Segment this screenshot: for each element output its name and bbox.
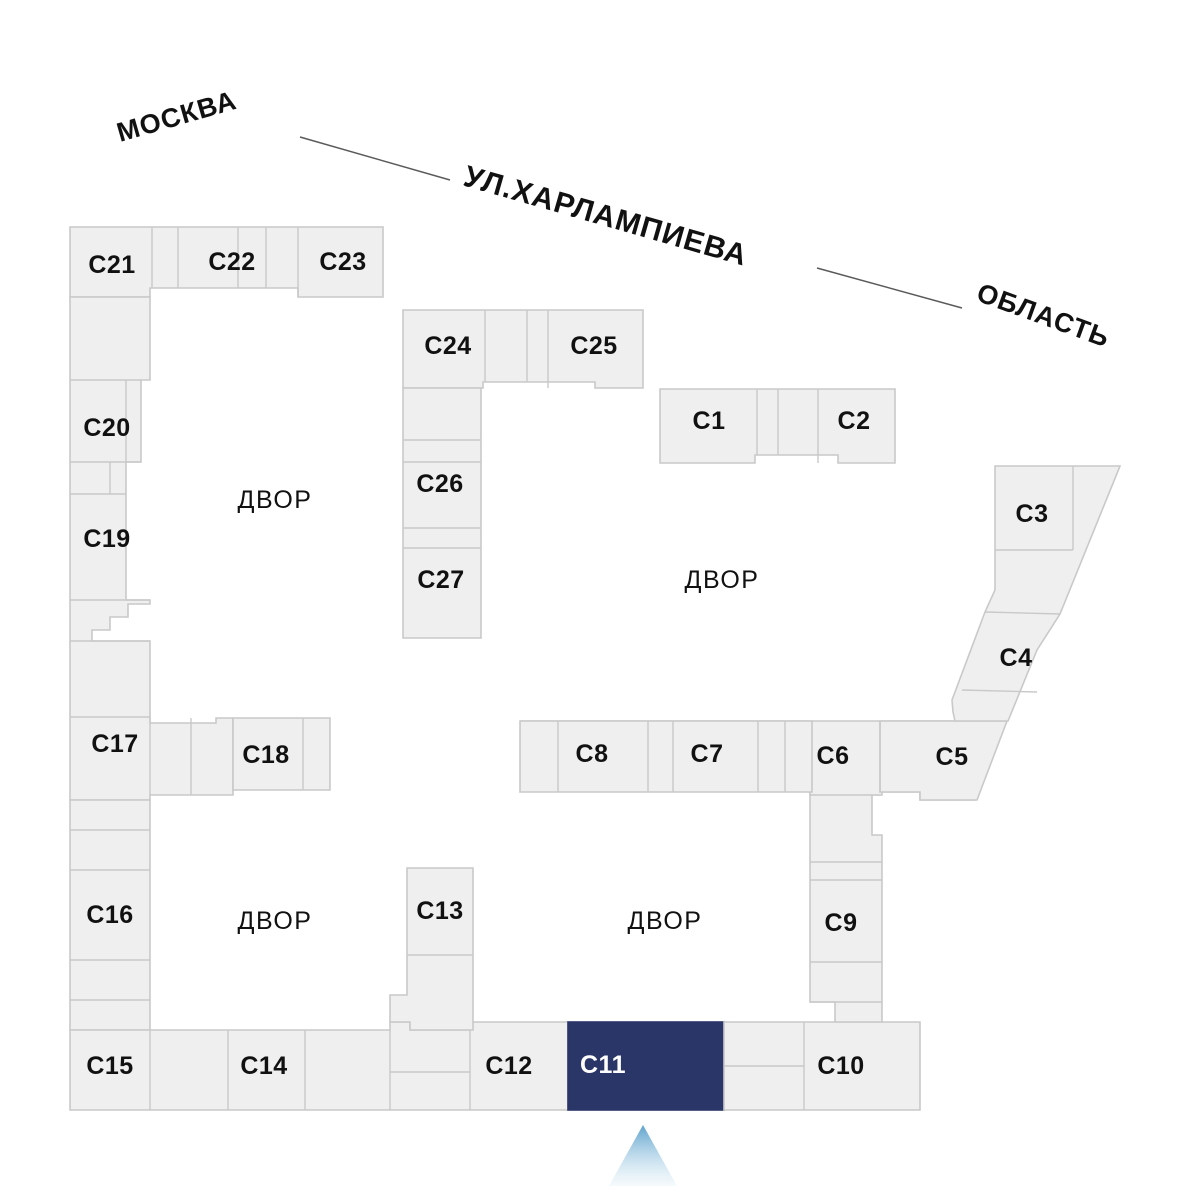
building-group-C13 xyxy=(389,867,474,1031)
building-C11-selected[interactable] xyxy=(567,1021,725,1111)
building-label-C2[interactable]: C2 xyxy=(838,407,871,435)
building-subdivisions-south-east xyxy=(724,1022,805,1110)
building-group-south-west xyxy=(69,799,151,1031)
direction-label-moscow: МОСКВА xyxy=(113,85,240,148)
building-label-C23[interactable]: C23 xyxy=(319,248,366,276)
building-label-C25[interactable]: C25 xyxy=(570,332,617,360)
courtyard-label-nw: ДВОР xyxy=(238,486,313,514)
building-subdivisions-south xyxy=(149,1022,471,1110)
building-label-C7[interactable]: C7 xyxy=(691,740,724,768)
building-subdivisions-C1-C2 xyxy=(756,389,819,463)
building-group-east-angled xyxy=(951,465,1122,722)
building-group-west xyxy=(69,296,234,801)
building-label-C19[interactable]: C19 xyxy=(83,525,130,553)
building-label-C14[interactable]: C14 xyxy=(240,1052,287,1080)
building-label-C15[interactable]: C15 xyxy=(86,1052,133,1080)
building-label-C5[interactable]: C5 xyxy=(936,743,969,771)
courtyard-label-sw: ДВОР xyxy=(238,907,313,935)
building-label-C10[interactable]: C10 xyxy=(817,1052,864,1080)
building-C18-outline[interactable] xyxy=(232,717,331,791)
building-subdivisions-nw xyxy=(151,227,299,297)
building-C3-C4-outline[interactable] xyxy=(951,465,1122,722)
selected-marker-triangle xyxy=(609,1125,677,1186)
building-label-C11[interactable]: C11 xyxy=(580,1051,626,1079)
building-subdivisions-mid-row xyxy=(557,721,881,792)
building-label-C24[interactable]: C24 xyxy=(424,332,471,360)
building-label-C17[interactable]: C17 xyxy=(91,730,138,758)
building-subdivisions-C24-C25 xyxy=(484,310,549,388)
building-subdivisions-sw xyxy=(70,829,150,1001)
building-C26-C27-outline[interactable] xyxy=(402,387,482,639)
building-C9-outline[interactable] xyxy=(809,791,883,1023)
building-group-C1-C2 xyxy=(659,388,896,464)
building-label-C8[interactable]: C8 xyxy=(576,740,609,768)
building-C13-outline[interactable] xyxy=(389,867,474,1031)
building-label-C26[interactable]: C26 xyxy=(416,470,463,498)
building-label-C16[interactable]: C16 xyxy=(86,901,133,929)
building-label-C12[interactable]: C12 xyxy=(485,1052,532,1080)
building-group-mid-row xyxy=(519,720,1009,801)
courtyard-label-ne: ДВОР xyxy=(685,566,760,594)
building-label-C9[interactable]: C9 xyxy=(825,909,858,937)
direction-label-region: ОБЛАСТЬ xyxy=(973,277,1114,353)
building-label-C4[interactable]: C4 xyxy=(1000,644,1033,672)
building-group-center xyxy=(402,309,644,639)
building-label-C22[interactable]: C22 xyxy=(208,248,255,276)
orientation-axis xyxy=(299,136,963,309)
building-label-C6[interactable]: C6 xyxy=(817,742,850,770)
building-mid-row-left-outline[interactable] xyxy=(519,720,813,793)
building-label-C27[interactable]: C27 xyxy=(417,566,464,594)
street-name-label: УЛ.ХАРЛАМПИЕВА xyxy=(460,160,751,273)
building-subdivisions-C26-C27 xyxy=(403,439,481,549)
courtyard-labels: ДВОР ДВОР ДВОР ДВОР xyxy=(238,486,760,935)
courtyard-label-se: ДВОР xyxy=(628,907,703,935)
building-subdivisions-C9 xyxy=(810,861,882,1003)
building-group-C18 xyxy=(232,717,331,791)
building-group-south xyxy=(69,1021,921,1111)
building-label-C21[interactable]: C21 xyxy=(88,251,135,279)
building-label-C18[interactable]: C18 xyxy=(242,741,289,769)
building-subdivisions-west xyxy=(70,379,192,795)
building-subdivisions-east xyxy=(961,466,1074,693)
building-label-C3[interactable]: C3 xyxy=(1016,500,1049,528)
building-label-C1[interactable]: C1 xyxy=(693,407,726,435)
building-group-C9 xyxy=(809,791,883,1023)
building-label-C13[interactable]: C13 xyxy=(416,897,463,925)
building-label-C20[interactable]: C20 xyxy=(83,414,130,442)
